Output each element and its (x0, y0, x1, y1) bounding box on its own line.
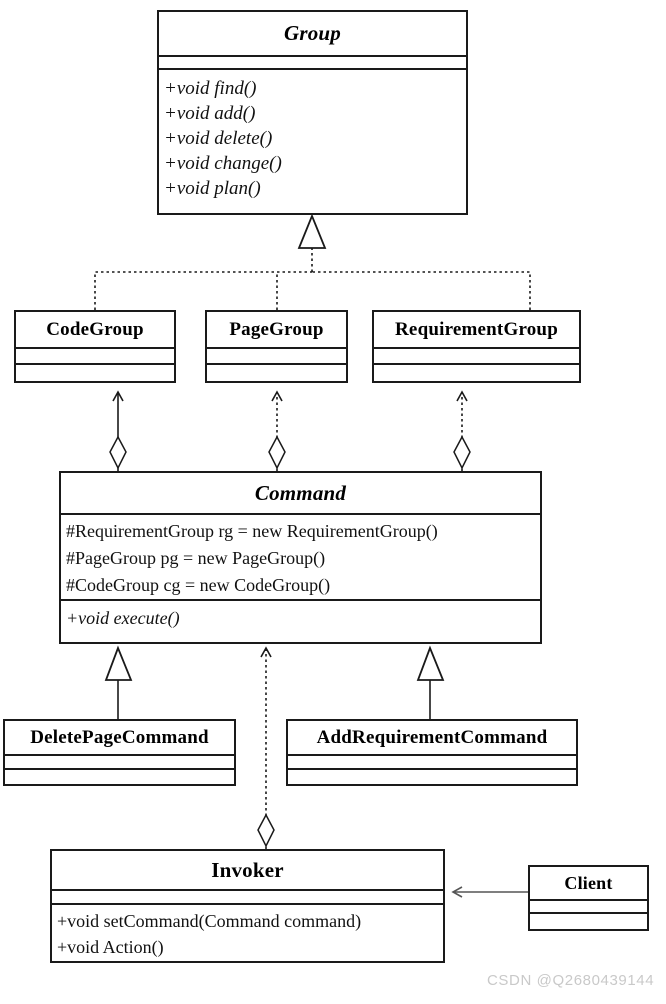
class-box-requirementgroup[interactable]: RequirementGroup (372, 310, 581, 383)
rel-command-pagegroup (268, 390, 286, 471)
rel-addrequirement-command (416, 645, 445, 719)
class-name-requirementgroup: RequirementGroup (395, 318, 558, 340)
class-attributes-requirementgroup (374, 347, 579, 363)
class-box-command[interactable]: Command #RequirementGroup rg = new Requi… (59, 471, 542, 644)
class-methods-client (530, 912, 647, 925)
class-methods-command: +void execute() (61, 599, 540, 631)
class-name-command: Command (254, 480, 347, 505)
class-name-client: Client (564, 872, 613, 893)
class-box-client[interactable]: Client (528, 865, 649, 931)
class-name-deletepagecommand: DeletePageCommand (30, 726, 209, 748)
class-attributes-deletepagecommand (5, 754, 234, 768)
attribute-item: #RequirementGroup rg = new RequirementGr… (66, 521, 438, 541)
class-methods-requirementgroup (374, 363, 579, 379)
class-name-pagegroup: PageGroup (229, 318, 324, 340)
rel-invoker-command (257, 646, 275, 849)
class-box-addrequirementcommand[interactable]: AddRequirementCommand (286, 719, 578, 786)
method-item: +void plan() (164, 178, 261, 199)
csdn-watermark: CSDN @Q2680439144 (487, 972, 655, 989)
class-attributes-command: #RequirementGroup rg = new RequirementGr… (61, 513, 540, 599)
class-name-invoker: Invoker (211, 857, 284, 882)
rel-reqgroup-group (312, 271, 531, 310)
class-name-addrequirementcommand: AddRequirementCommand (316, 726, 548, 748)
class-attributes-client (530, 899, 647, 912)
attribute-item: #CodeGroup cg = new CodeGroup() (66, 575, 331, 595)
class-box-pagegroup[interactable]: PageGroup (205, 310, 348, 383)
attribute-item: #PageGroup pg = new PageGroup() (66, 548, 326, 568)
class-name-group: Group (283, 21, 342, 45)
method-item: +void change() (164, 153, 282, 174)
class-box-codegroup[interactable]: CodeGroup (14, 310, 176, 383)
class-attributes-invoker (52, 889, 443, 903)
rel-deletepage-command (104, 645, 133, 719)
class-methods-addrequirementcommand (288, 768, 576, 782)
rel-command-requirementgroup (453, 390, 471, 471)
realization-trunk-to-group (297, 213, 327, 272)
class-box-invoker[interactable]: Invoker +void setCommand(Command command… (50, 849, 445, 963)
class-methods-invoker: +void setCommand(Command command) +void … (52, 903, 443, 960)
class-attributes-addrequirementcommand (288, 754, 576, 768)
class-box-deletepagecommand[interactable]: DeletePageCommand (3, 719, 236, 786)
method-item: +void delete() (164, 128, 273, 149)
class-name-codegroup: CodeGroup (46, 318, 144, 340)
method-item: +void setCommand(Command command) (57, 911, 362, 931)
class-methods-pagegroup (207, 363, 346, 379)
rel-command-codegroup (109, 390, 127, 471)
method-item: +void find() (164, 78, 257, 99)
class-methods-codegroup (16, 363, 174, 379)
rel-codegroup-group (94, 271, 312, 310)
class-box-group[interactable]: Group +void find() +void add() +void del… (157, 10, 468, 215)
class-attributes-group (159, 55, 466, 68)
method-item: +void execute() (66, 608, 180, 628)
class-attributes-pagegroup (207, 347, 346, 363)
method-item: +void add() (164, 103, 256, 124)
class-methods-deletepagecommand (5, 768, 234, 782)
class-attributes-codegroup (16, 347, 174, 363)
method-item: +void Action() (57, 937, 164, 957)
class-methods-group: +void find() +void add() +void delete() … (159, 68, 466, 201)
